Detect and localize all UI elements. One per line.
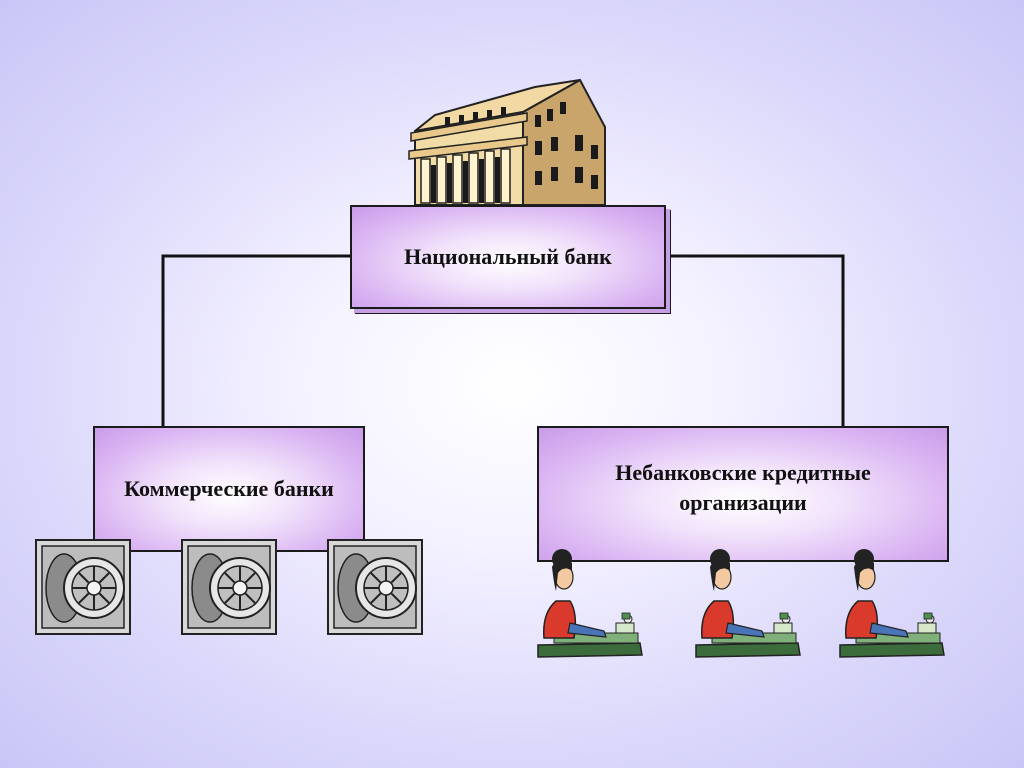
nonbank-credit-organizations-label: Небанковские кредитные организации	[615, 460, 871, 515]
vault-door-icons	[35, 539, 423, 635]
commercial-banks-label: Коммерческие банки	[124, 476, 334, 502]
commercial-banks-node: Коммерческие банки	[93, 426, 365, 552]
nonbank-credit-organizations-node: Небанковские кредитные организации	[537, 426, 949, 562]
clerk-with-money-icon	[839, 548, 945, 658]
connector-right	[668, 254, 845, 426]
national-bank-label: Национальный банк	[404, 244, 612, 270]
clerk-with-money-icon	[537, 548, 643, 658]
bank-building-icon	[408, 78, 606, 206]
vault-door-icon	[327, 539, 423, 635]
clerk-icons	[537, 548, 945, 658]
national-bank-node: Национальный банк	[350, 205, 666, 309]
vault-door-icon	[181, 539, 277, 635]
vault-door-icon	[35, 539, 131, 635]
clerk-with-money-icon	[695, 548, 801, 658]
connector-left	[161, 254, 350, 426]
